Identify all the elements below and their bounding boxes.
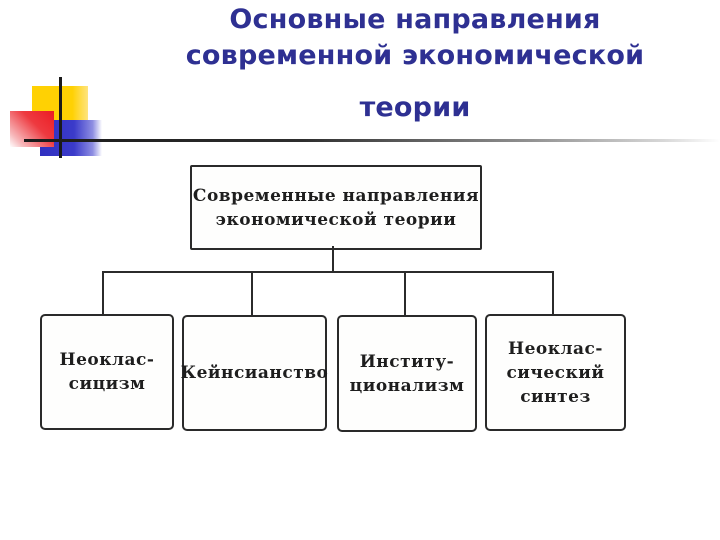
box-line: сический — [506, 362, 605, 383]
diagram-box-neoclassicism: Неоклас- сицизм — [40, 314, 174, 430]
box-line: ционализм — [349, 375, 465, 396]
box-line: Кейнсианство — [180, 363, 329, 383]
title-line-1: Основные направления — [229, 4, 601, 35]
box-line: сицизм — [68, 374, 146, 394]
connector-horizontal-bus — [102, 271, 554, 273]
diagram-box-neoclassical-synthesis: Неоклас- сический синтез — [485, 314, 626, 431]
box-line: Неоклас- — [59, 350, 155, 370]
diagram-root-box: Современные направления экономической те… — [190, 165, 482, 250]
slide-title: Основные направления современной экономи… — [115, 2, 715, 126]
diagram-box-institutionalism: Институ- ционализм — [337, 315, 477, 432]
vertical-accent-line — [59, 77, 62, 158]
root-box-line-1: Современные направления — [192, 185, 480, 206]
root-box-line-2: экономической теории — [215, 209, 457, 230]
title-line-2: современной экономической — [185, 40, 645, 71]
connector-drop-3 — [404, 271, 406, 316]
title-line-3: теории — [359, 92, 471, 123]
title-separator-rule — [24, 139, 720, 142]
box-line: Неоклас- — [508, 338, 603, 359]
connector-drop-4 — [552, 271, 554, 315]
box-line: синтез — [520, 386, 591, 407]
connector-drop-2 — [251, 271, 253, 316]
connector-drop-1 — [102, 271, 104, 315]
diagram-box-keynesianism: Кейнсианство — [180, 315, 329, 431]
connector-root-stub — [332, 246, 334, 272]
box-line: Институ- — [359, 351, 455, 372]
